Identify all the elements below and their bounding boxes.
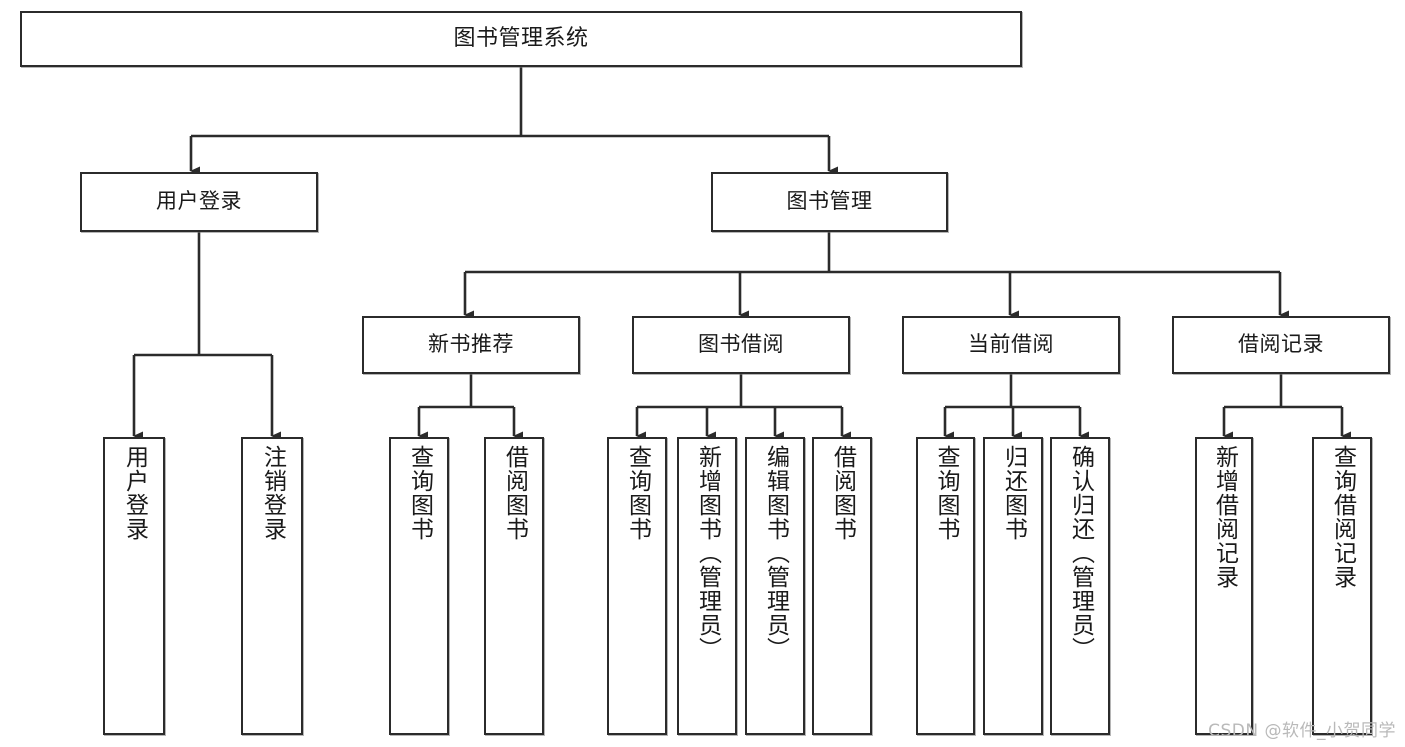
node-book-borrow[interactable]: 图书借阅 (632, 316, 850, 374)
node-leaf-return-book[interactable]: 归还图书 (983, 437, 1043, 735)
node-current-borrow-label: 当前借阅 (968, 332, 1054, 357)
node-current-borrow[interactable]: 当前借阅 (902, 316, 1120, 374)
node-leaf-user-login[interactable]: 用户登录 (103, 437, 165, 735)
node-leaf-add-book[interactable]: 新增图书（管理员） (677, 437, 737, 735)
node-leaf-user-login-label: 用户登录 (121, 445, 148, 541)
node-leaf-edit-book[interactable]: 编辑图书（管理员） (745, 437, 805, 735)
node-borrow-record-label: 借阅记录 (1238, 332, 1324, 357)
node-leaf-borrow-book-rec-label: 借阅图书 (501, 445, 528, 541)
node-leaf-user-logout-label: 注销登录 (259, 445, 286, 541)
node-user-login[interactable]: 用户登录 (80, 172, 318, 232)
node-root[interactable]: 图书管理系统 (20, 11, 1022, 67)
node-leaf-query-book-cur-label: 查询图书 (933, 445, 959, 541)
node-leaf-confirm-return[interactable]: 确认归还（管理员） (1050, 437, 1110, 735)
node-book-borrow-label: 图书借阅 (698, 332, 784, 357)
node-leaf-query-book-cur[interactable]: 查询图书 (916, 437, 975, 735)
node-leaf-query-book[interactable]: 查询图书 (607, 437, 667, 735)
node-book-manage-label: 图书管理 (786, 189, 873, 214)
node-leaf-query-book-rec-label: 查询图书 (406, 445, 433, 541)
node-user-login-label: 用户登录 (156, 189, 242, 214)
node-leaf-query-book-rec[interactable]: 查询图书 (389, 437, 449, 735)
node-leaf-add-record[interactable]: 新增借阅记录 (1195, 437, 1253, 735)
node-leaf-user-logout[interactable]: 注销登录 (241, 437, 303, 735)
node-leaf-query-record-label: 查询借阅记录 (1329, 445, 1356, 589)
node-leaf-return-book-label: 归还图书 (1000, 445, 1027, 541)
node-leaf-add-record-label: 新增借阅记录 (1211, 445, 1238, 589)
node-leaf-edit-book-label: 编辑图书（管理员） (762, 445, 789, 661)
node-leaf-borrow-book-rec[interactable]: 借阅图书 (484, 437, 544, 735)
node-new-book-rec-label: 新书推荐 (428, 332, 514, 357)
node-root-label: 图书管理系统 (453, 25, 589, 51)
node-borrow-record[interactable]: 借阅记录 (1172, 316, 1390, 374)
node-leaf-query-record[interactable]: 查询借阅记录 (1312, 437, 1372, 735)
node-leaf-query-book-label: 查询图书 (624, 445, 651, 541)
connector-lines (132, 67, 1351, 441)
node-leaf-borrow-book-label: 借阅图书 (829, 445, 856, 541)
node-leaf-borrow-book[interactable]: 借阅图书 (812, 437, 872, 735)
node-leaf-confirm-return-label: 确认归还（管理员） (1067, 445, 1094, 661)
node-leaf-add-book-label: 新增图书（管理员） (694, 445, 721, 661)
node-book-manage[interactable]: 图书管理 (711, 172, 948, 232)
node-new-book-rec[interactable]: 新书推荐 (362, 316, 580, 374)
